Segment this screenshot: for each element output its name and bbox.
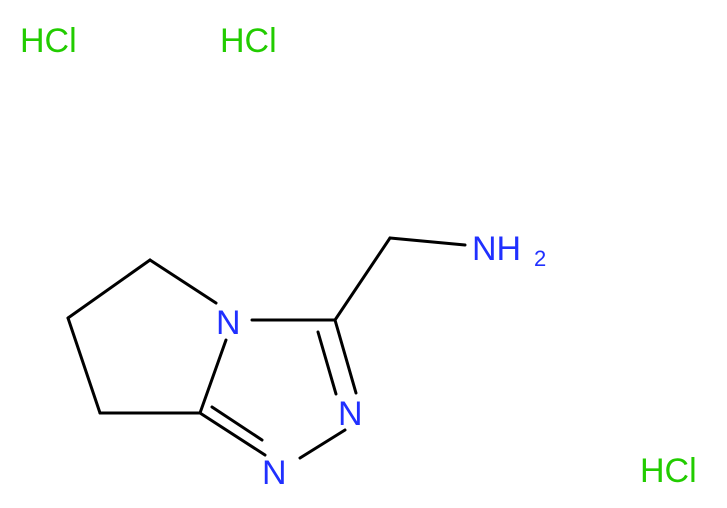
bond-c6-c5: [66, 316, 102, 415]
atom-amine: NH: [472, 230, 521, 268]
bond-c7-n4: [148, 258, 218, 305]
bond-n1-c8a: [198, 411, 267, 457]
bond-ch2-n: [388, 236, 467, 247]
atom-n-bridgehead: N: [216, 304, 241, 342]
atom-amine-subscript: 2: [534, 246, 546, 271]
atom-n-triazole-2: N: [338, 395, 363, 433]
bond-c3-n2: [333, 318, 358, 395]
bonds: [66, 236, 467, 460]
bond-c7-c6: [66, 258, 152, 320]
atom-labels: N N N NH 2: [216, 230, 546, 492]
hcl-counterion-1: HCl: [20, 22, 77, 60]
bond-n1-c8a-double: [210, 405, 264, 442]
bond-c3-n2-double: [316, 330, 338, 396]
bond-n2-n1: [298, 428, 347, 460]
bond-c3-ch2: [333, 236, 392, 322]
hcl-counterion-2: HCl: [220, 22, 277, 60]
hcl-counterion-3: HCl: [640, 452, 697, 490]
atom-n-triazole-1: N: [262, 454, 287, 492]
bond-n4-c8a: [198, 338, 228, 415]
